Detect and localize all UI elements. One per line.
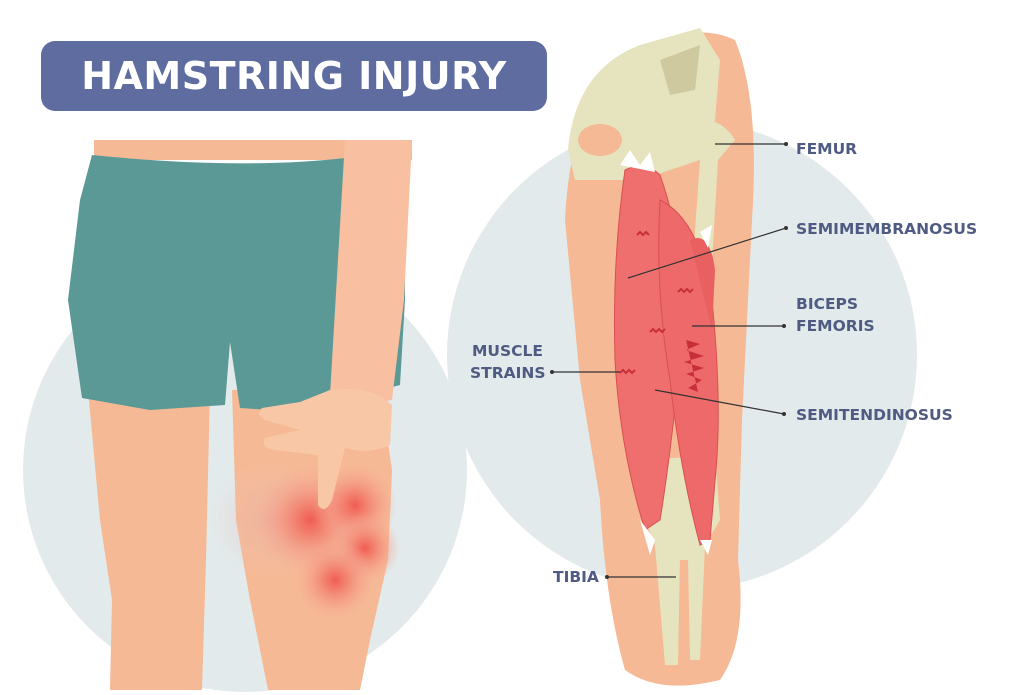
label-muscle-strains-line2: STRAINS <box>470 364 546 382</box>
label-semitendinosus: SEMITENDINOSUS <box>796 406 953 424</box>
label-tibia: TIBIA <box>553 568 599 586</box>
label-muscle-strains-line1: MUSCLE <box>472 342 544 360</box>
label-femur: FEMUR <box>796 140 858 158</box>
left-figure <box>68 140 412 690</box>
label-biceps-femoris-line2: FEMORIS <box>796 317 875 335</box>
label-biceps-femoris-line1: BICEPS <box>796 295 859 313</box>
label-semimembranosus: SEMIMEMBRANOSUS <box>796 220 978 238</box>
page-title: HAMSTRING INJURY <box>81 54 507 98</box>
title-banner: HAMSTRING INJURY <box>41 41 547 111</box>
right-anatomy <box>565 28 754 686</box>
strain-marks <box>619 230 694 375</box>
leader-lines <box>552 143 787 578</box>
